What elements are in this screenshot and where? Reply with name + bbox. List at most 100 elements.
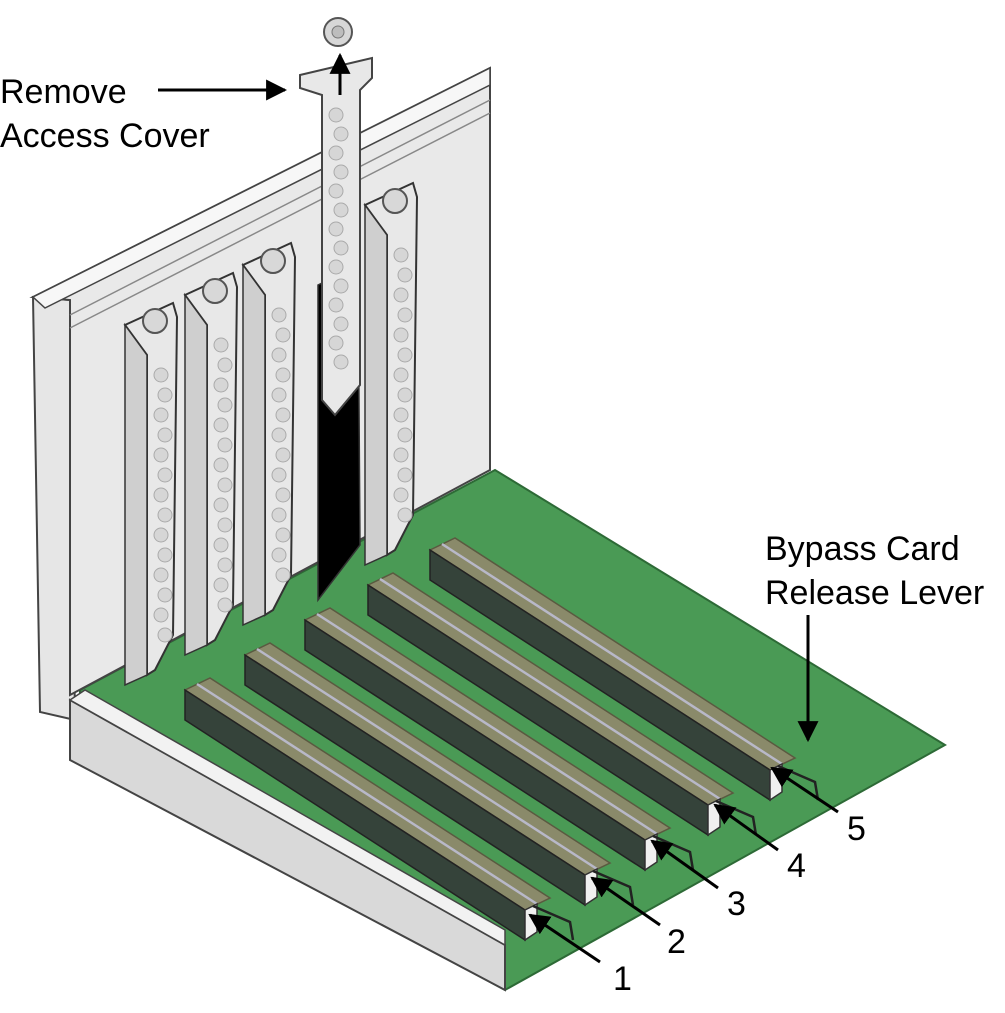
vent-hole (393, 367, 409, 383)
removed-access-cover[interactable] (299, 17, 373, 417)
bracket-screw-icon (202, 278, 228, 304)
vent-hole (271, 467, 287, 483)
vent-hole (271, 307, 287, 323)
slot-number-1: 1 (613, 960, 632, 998)
vent-hole (217, 517, 233, 533)
vent-hole (275, 327, 291, 343)
vent-hole (275, 527, 291, 543)
bypass-label-line2: Release Lever (765, 574, 984, 612)
vent-hole (393, 447, 409, 463)
slot-3-arrow-icon (650, 839, 719, 890)
vent-hole (153, 487, 169, 503)
vent-hole (213, 377, 229, 393)
slot-5-arrow-icon (770, 766, 839, 814)
vent-hole (393, 487, 409, 503)
vent-hole (153, 447, 169, 463)
slot-cover-bracket[interactable] (241, 241, 297, 627)
pci-slot-4[interactable] (366, 572, 758, 837)
vent-hole (328, 335, 344, 351)
vent-hole (397, 467, 413, 483)
slot-cover-bracket[interactable] (183, 271, 239, 657)
vent-hole (213, 497, 229, 513)
vent-hole (213, 457, 229, 473)
vent-hole (213, 537, 229, 553)
vent-hole (275, 367, 291, 383)
remove-access-cover-callout: Remove Access Cover (0, 52, 351, 155)
vent-hole (328, 297, 344, 313)
remove-label-line1: Remove (0, 73, 127, 111)
vent-hole (333, 278, 349, 294)
slot-cover-bracket[interactable] (123, 301, 179, 687)
vent-hole (217, 597, 233, 613)
bypass-label-line1: Bypass Card (765, 530, 960, 568)
slot-brackets (123, 181, 419, 687)
vent-hole (157, 387, 173, 403)
slot-4-arrow-icon (713, 803, 779, 852)
vent-hole (271, 547, 287, 563)
chassis-frame (31, 295, 506, 992)
slot-cover-bracket[interactable] (363, 181, 419, 567)
vent-hole (217, 557, 233, 573)
vent-hole (157, 507, 173, 523)
vent-hole (328, 221, 344, 237)
slot-number-3: 3 (727, 885, 746, 923)
slot-arrows (528, 766, 839, 964)
vent-hole (397, 427, 413, 443)
vent-hole (271, 347, 287, 363)
vent-hole (397, 387, 413, 403)
vent-hole (217, 357, 233, 373)
vent-hole (275, 487, 291, 503)
vent-hole (153, 567, 169, 583)
vent-hole (333, 354, 349, 370)
vent-hole (328, 145, 344, 161)
pci-slot-5[interactable] (428, 537, 820, 802)
bracket-screw-icon (142, 308, 168, 334)
cover-vent-holes (328, 107, 349, 370)
vent-hole (275, 447, 291, 463)
vent-hole (271, 507, 287, 523)
vent-hole (213, 337, 229, 353)
vent-hole (328, 107, 344, 123)
vent-hole (217, 437, 233, 453)
release-lever[interactable] (592, 869, 635, 906)
vent-hole (393, 407, 409, 423)
vent-hole (275, 407, 291, 423)
vent-hole (333, 316, 349, 332)
slot-number-4: 4 (787, 847, 806, 885)
bypass-lever-callout: Bypass Card Release Lever (765, 530, 984, 743)
slot-2-arrow-icon (590, 876, 661, 927)
vent-hole (157, 587, 173, 603)
vent-hole (333, 164, 349, 180)
bracket-screw-icon (260, 248, 286, 274)
vent-hole (397, 347, 413, 363)
vent-hole (393, 327, 409, 343)
release-lever[interactable] (532, 904, 575, 941)
vent-hole (271, 387, 287, 403)
vent-hole (157, 627, 173, 643)
vent-hole (275, 567, 291, 583)
vent-hole (153, 527, 169, 543)
vent-hole (153, 607, 169, 623)
vent-hole (393, 287, 409, 303)
vent-hole (397, 267, 413, 283)
vent-hole (157, 467, 173, 483)
vent-hole (217, 477, 233, 493)
vent-hole (333, 202, 349, 218)
vent-hole (333, 126, 349, 142)
vent-hole (213, 417, 229, 433)
vent-hole (153, 367, 169, 383)
vent-hole (157, 427, 173, 443)
vent-hole (328, 183, 344, 199)
slot-number-2: 2 (667, 923, 686, 961)
slot-1-arrow-icon (528, 913, 601, 964)
vent-hole (397, 507, 413, 523)
slot-number-5: 5 (847, 810, 866, 848)
vent-hole (397, 307, 413, 323)
vent-hole (213, 577, 229, 593)
vent-hole (217, 397, 233, 413)
vent-hole (328, 259, 344, 275)
vent-hole (157, 547, 173, 563)
remove-label-line2: Access Cover (0, 117, 210, 155)
